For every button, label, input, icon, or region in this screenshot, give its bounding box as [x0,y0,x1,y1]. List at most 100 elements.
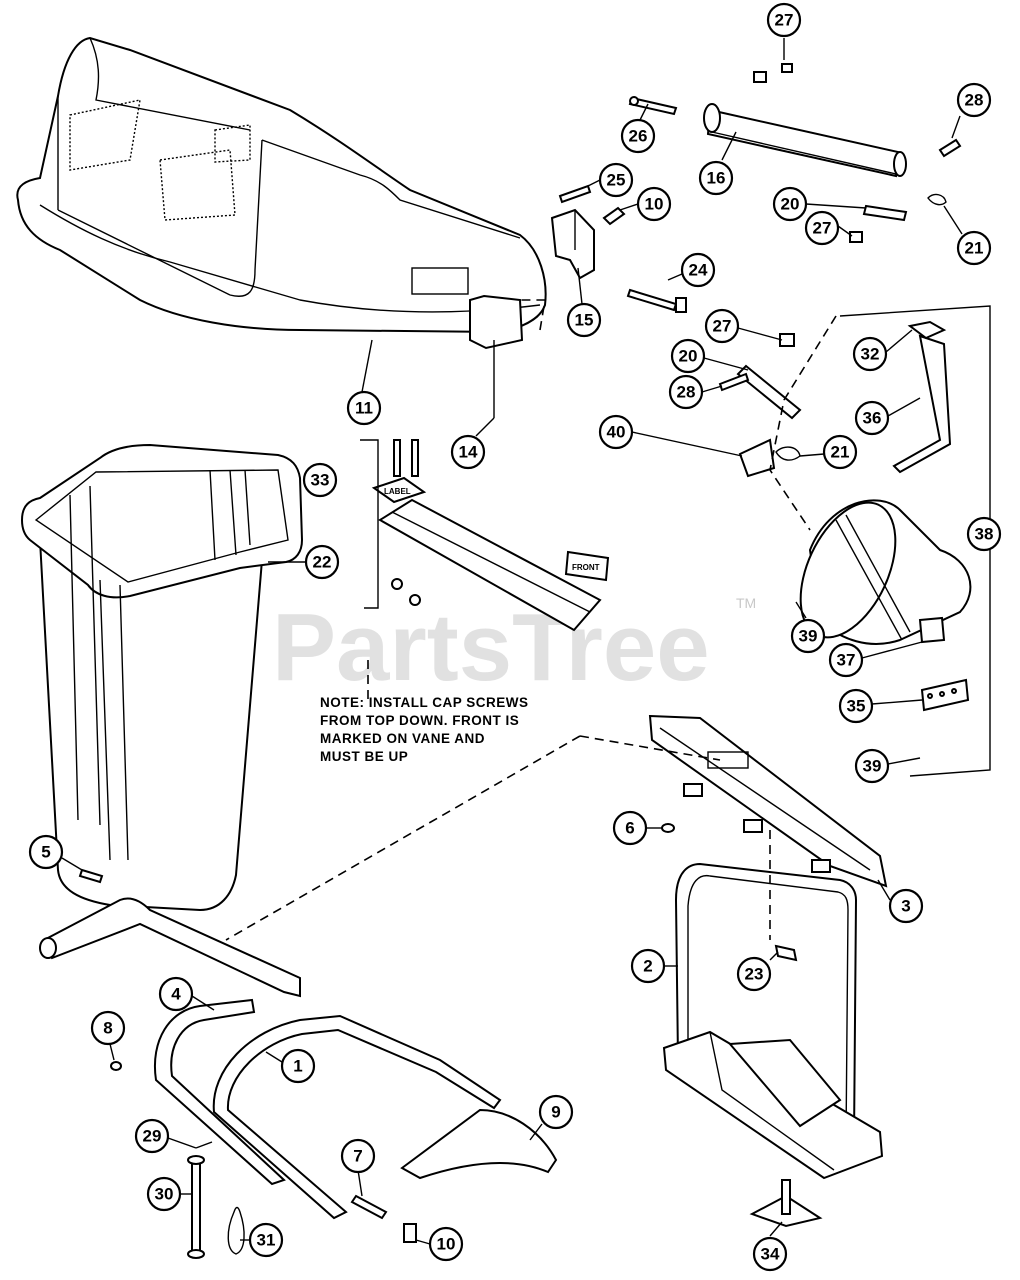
part-5-bar [39,897,301,998]
callout-38: 38 [966,516,1002,552]
callout-21b-label: 21 [831,443,850,462]
part-28-screw-b [718,372,750,392]
part-40-bracket [738,438,776,478]
callout-36-label: 36 [863,409,882,428]
callout-29: 29 [134,1118,197,1154]
callout-10a-label: 10 [645,195,664,214]
callout-37-label: 37 [837,651,856,670]
callout-39a: 39 [790,601,826,654]
part-25-screw [558,184,592,204]
callout-7: 7 [340,1138,376,1197]
callout-22-label: 22 [313,553,332,572]
callout-31-label: 31 [257,1231,276,1250]
callout-27a-label: 27 [775,11,794,30]
callout-24-label: 24 [689,261,708,280]
callout-15-label: 15 [575,311,594,330]
note-line-3: MARKED ON VANE AND [320,731,485,746]
callout-4-label: 4 [171,985,181,1004]
callout-23-label: 23 [745,965,764,984]
part-29-pin [195,1141,213,1149]
callout-33: 33 [302,462,338,498]
callout-30: 30 [146,1176,192,1212]
callout-34-label: 34 [761,1245,780,1264]
callout-39b: 39 [854,748,921,784]
callout-35-label: 35 [847,697,866,716]
part-4-handle [153,998,286,1186]
callout-7-label: 7 [353,1147,362,1166]
callout-1: 1 [265,1048,316,1084]
part-11-bag-cover [16,36,547,334]
callout-10b: 10 [415,1226,464,1262]
callout-28b: 28 [668,374,723,410]
callout-28a: 28 [951,82,992,139]
part-5-screw [78,868,104,884]
callout-9-label: 9 [551,1103,560,1122]
callout-28a-label: 28 [965,91,984,110]
callout-15: 15 [566,267,602,338]
callout-35: 35 [838,688,923,724]
part-27-nut-c [779,333,795,347]
callout-31: 31 [240,1222,284,1258]
part-7-bolt [350,1194,388,1220]
callout-27b-label: 27 [813,219,832,238]
callout-32: 32 [852,329,913,372]
part-3-mount [648,714,888,888]
callout-27b: 27 [804,210,853,246]
callout-26: 26 [620,103,656,154]
callout-14: 14 [450,340,495,470]
part-24-bolt [626,288,687,313]
callout-27a: 27 [766,2,802,60]
callout-9: 9 [529,1094,574,1141]
note-line-1: NOTE: INSTALL CAP SCREWS [320,695,529,710]
part-36-rod [892,334,952,474]
callout-11-label: 11 [355,399,373,418]
part-10-bolt-a [602,206,626,226]
part-8-nut [110,1061,122,1071]
callout-14-label: 14 [459,443,478,462]
front-tag-text: FRONT [572,563,600,572]
callout-33-label: 33 [311,471,330,490]
callout-37: 37 [828,641,923,678]
callout-16-label: 16 [707,169,726,188]
callout-23: 23 [736,951,779,992]
callout-29-label: 29 [143,1127,162,1146]
part-9-deflector [400,1108,558,1180]
callout-21a-label: 21 [965,239,984,258]
install-note: NOTE: INSTALL CAP SCREWS FROM TOP DOWN. … [320,695,529,764]
part-38-chute [799,499,972,712]
part-26-pin [628,96,678,116]
callout-5-label: 5 [41,843,50,862]
callout-2: 2 [630,948,678,984]
part-33-vane: LABEL [371,439,602,632]
callout-4: 4 [158,976,215,1012]
callout-6-label: 6 [625,819,634,838]
watermark-text: PartsTree [272,594,710,701]
callout-6: 6 [612,810,662,846]
callout-27c-label: 27 [713,317,732,336]
callout-5: 5 [28,834,83,871]
callout-30-label: 30 [155,1185,174,1204]
callout-26-label: 26 [629,127,648,146]
callout-21b: 21 [799,434,858,470]
part-31-clip [227,1206,245,1255]
callout-21a: 21 [943,205,992,266]
callout-34: 34 [752,1221,788,1272]
watermark: PartsTree TM [272,594,756,701]
callout-2-label: 2 [643,957,652,976]
part-16-tube [703,103,907,178]
callout-24: 24 [667,252,716,288]
front-tag: FRONT [564,550,610,582]
watermark-tm: TM [736,595,756,611]
part-34-knob [749,1179,823,1228]
part-27-nut-a [753,63,863,243]
callout-20a-label: 20 [781,195,800,214]
callout-10a: 10 [619,186,672,222]
part-14-bracket [469,294,524,350]
callout-10b-label: 10 [437,1235,456,1254]
callout-28b-label: 28 [677,383,696,402]
callout-40-label: 40 [607,423,626,442]
callout-36: 36 [854,397,921,436]
callout-32-label: 32 [861,345,880,364]
callout-38-label: 38 [975,525,994,544]
